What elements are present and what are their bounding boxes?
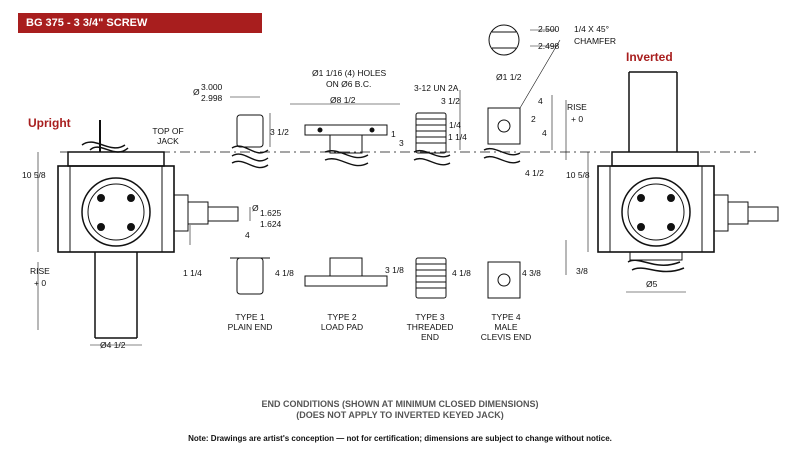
upright-input-shaft <box>207 206 239 222</box>
clevis-hole-diameter: Ø1 1/2 <box>496 72 522 82</box>
product-title-banner: BG 375 - 3 3/4" SCREW <box>18 13 262 33</box>
upright-jack <box>37 120 251 346</box>
shaft-diam-symbol: Ø <box>252 203 259 213</box>
upright-rise-value: + 0 <box>34 278 47 288</box>
thread-1-quarter-dim: 1 1/4 <box>448 132 467 142</box>
end-conditions-caption: END CONDITIONS (SHOWN AT MINIMUM CLOSED … <box>0 399 800 421</box>
type1-diameter-min: 2.998 <box>201 93 223 103</box>
end-conditions-line2: (DOES NOT APPLY TO INVERTED KEYED JACK) <box>296 410 504 420</box>
thread-quarter-dim: 1/4 <box>449 120 461 130</box>
clevis-slot-dim: 2 <box>531 114 536 124</box>
shaft-diameter-max: 1.625 <box>260 208 282 218</box>
thread-spec: 3-12 UN 2A <box>414 83 459 93</box>
thread-length-dim: 3 1/2 <box>441 96 460 106</box>
type1-name: PLAIN END <box>227 322 273 332</box>
type2-name: LOAD PAD <box>320 322 364 332</box>
upright-cover-plate <box>81 177 151 247</box>
type2-load-pad <box>290 103 400 287</box>
top-of-jack-label-2: JACK <box>157 136 179 146</box>
inverted-rise-value: + 0 <box>571 114 584 124</box>
inverted-foot-diameter: Ø5 <box>646 279 658 289</box>
type1-label: TYPE 1 PLAIN END <box>220 312 280 332</box>
inverted-small-dim: 3/8 <box>576 266 588 276</box>
type3-name-2: END <box>421 332 439 342</box>
upright-coupling <box>81 141 126 149</box>
inverted-housing <box>597 165 715 253</box>
upright-rise-label: RISE <box>30 266 50 276</box>
load-pad-holes-label: Ø1 1/16 (4) HOLES <box>312 68 387 78</box>
upright-housing <box>57 165 175 253</box>
upright-base-diameter: Ø4 1/2 <box>100 340 126 350</box>
product-title: BG 375 - 3 3/4" SCREW <box>26 17 148 29</box>
clevis-overall-dim: 4 1/2 <box>525 168 544 178</box>
load-pad-bolt-circle: ON Ø6 B.C. <box>326 79 372 89</box>
shaft-diameter-min: 1.624 <box>260 219 282 229</box>
type3-lower-length: 4 1/8 <box>452 268 471 278</box>
upright-view-title: Upright <box>28 116 71 130</box>
type2-number: TYPE 2 <box>327 312 357 322</box>
type3-threaded-end <box>413 90 461 299</box>
type1-plain-end <box>230 96 271 295</box>
shaft-length-dim: 4 <box>245 230 250 240</box>
type3-label: TYPE 3 THREADED END <box>400 312 460 342</box>
clevis-end-view <box>488 24 520 56</box>
clevis-diameter-max: 2.500 <box>538 24 560 34</box>
type4-name-2: CLEVIS END <box>480 332 532 342</box>
upright-top-plate <box>67 151 165 167</box>
type1-upper-length: 3 1/2 <box>270 127 289 137</box>
type4-number: TYPE 4 <box>491 312 521 322</box>
inverted-view-title: Inverted <box>626 50 673 64</box>
top-of-jack-label-1: TOP OF <box>152 126 184 136</box>
type2-label: TYPE 2 LOAD PAD <box>312 312 372 332</box>
clevis-diameter-min: 2.498 <box>538 41 560 51</box>
disclaimer-note: Note: Drawings are artist's conception —… <box>188 434 612 443</box>
inverted-jack <box>565 71 779 293</box>
type4-lower-length: 4 3/8 <box>522 268 541 278</box>
type1-diam-symbol: Ø <box>193 87 200 97</box>
type4-clevis-end <box>483 24 561 299</box>
type3-name: THREADED <box>406 322 454 332</box>
chamfer-spec: 1/4 X 45° <box>574 24 610 34</box>
type4-label: TYPE 4 MALE CLEVIS END <box>474 312 538 342</box>
inverted-height-dim: 10 5/8 <box>566 170 590 180</box>
load-pad-height: 3 <box>399 138 404 148</box>
type2-lower-length: 3 1/8 <box>385 265 404 275</box>
clevis-length-dim: 4 <box>542 128 547 138</box>
type1-lower-dim: 1 1/4 <box>183 268 202 278</box>
type1-diameter-max: 3.000 <box>201 82 223 92</box>
upright-height-dim: 10 5/8 <box>22 170 46 180</box>
type1-lower-length: 4 1/8 <box>275 268 294 278</box>
type4-name: MALE <box>494 322 518 332</box>
load-pad-diameter: Ø8 1/2 <box>330 95 356 105</box>
type1-number: TYPE 1 <box>235 312 265 322</box>
load-pad-thickness: 1 <box>391 129 396 139</box>
clevis-width-dim: 4 <box>538 96 543 106</box>
inverted-rise-label: RISE <box>567 102 587 112</box>
end-conditions-line1: END CONDITIONS (SHOWN AT MINIMUM CLOSED … <box>261 399 539 409</box>
chamfer-label: CHAMFER <box>574 36 617 46</box>
type3-number: TYPE 3 <box>415 312 445 322</box>
